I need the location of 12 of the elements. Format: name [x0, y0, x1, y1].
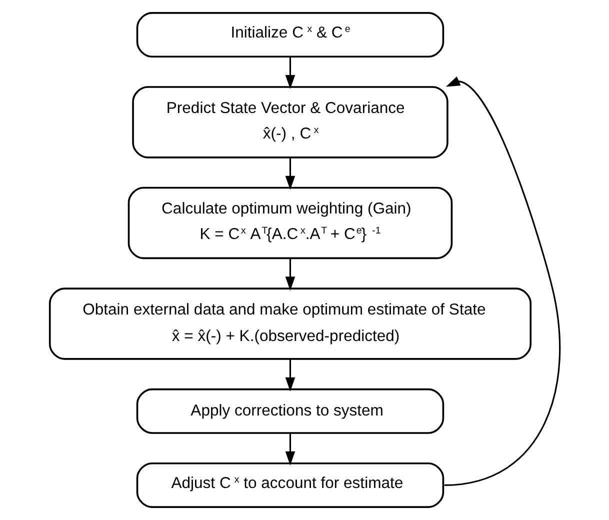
arrow: [444, 76, 560, 486]
arrow: [284, 258, 295, 291]
arrow: [284, 433, 295, 466]
node-box: Apply corrections to system: [136, 388, 444, 434]
node-box: Obtain external data and make optimum estimate of State x̂ = x̂(-) + K.(observed-predicted): [48, 288, 532, 360]
arrow: [284, 57, 295, 90]
arrow: [284, 359, 295, 392]
node-box: Initialize C$^{x}$ & C$^{e}$: [136, 12, 444, 58]
node-box: Adjust C$^{x}$ to account for estimate: [136, 462, 444, 508]
node-box: Predict State Vector & Covariance x̂(-) , C$^{x}$: [132, 86, 448, 158]
arrow: [284, 158, 295, 190]
node-box: Calculate optimum weighting (Gain) K = C$^{x}$ A$^{T}${A.C$^{x}$.A$^{T}$ + C$^{e}$} $^{-1}$: [127, 186, 452, 260]
